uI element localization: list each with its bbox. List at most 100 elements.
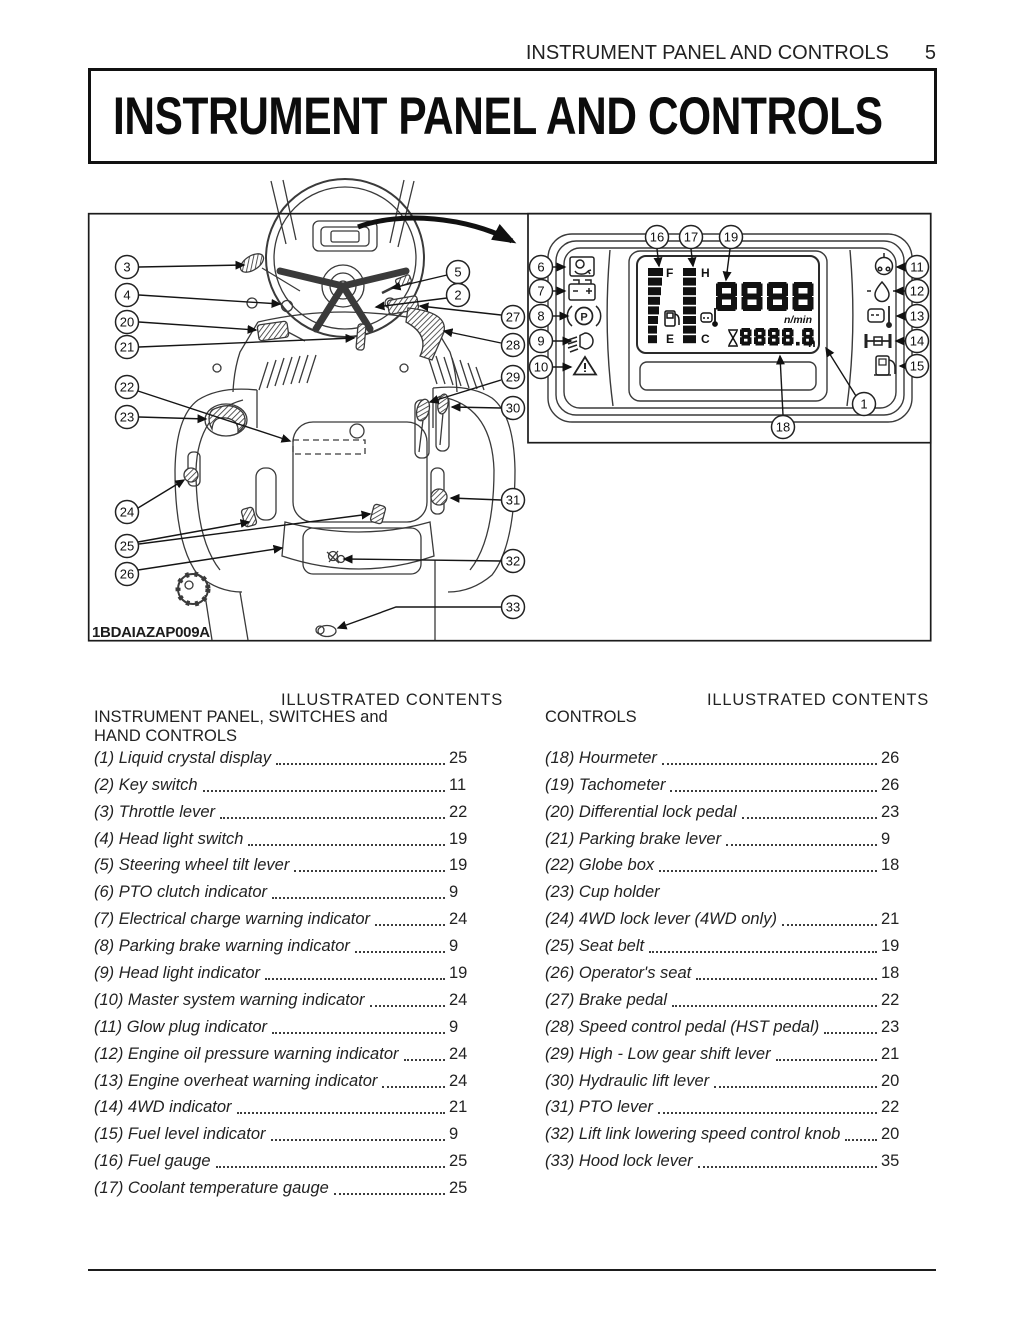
contents-item-label: (18) Hourmeter <box>545 748 657 767</box>
contents-item-label: (2) Key switch <box>94 775 198 794</box>
contents-item-page: 25 <box>449 1152 468 1171</box>
hood-lock-lever-part <box>317 624 337 638</box>
callout-21: 21 <box>114 333 356 360</box>
callout-number: 19 <box>724 230 738 245</box>
contents-item-label: (21) Parking brake lever <box>545 829 722 848</box>
temp-gauge-hot-label: H <box>701 266 710 280</box>
contents-item: (28) Speed control pedal (HST pedal) 23 <box>545 1014 907 1041</box>
key-switch-part <box>280 299 294 313</box>
callout-number: 21 <box>120 340 134 355</box>
callout-number: 8 <box>537 309 544 324</box>
callout-number: 27 <box>506 310 520 325</box>
dot-leader <box>220 816 445 819</box>
contents-item-label: (15) Fuel level indicator <box>94 1125 266 1144</box>
contents-item: (21) Parking brake lever 9 <box>545 826 907 853</box>
4wd-lock-lever-part <box>183 467 199 483</box>
contents-item-page: 20 <box>881 1125 900 1144</box>
4wd-indicator-icon <box>864 334 892 348</box>
contents-item-page: 9 <box>881 829 891 848</box>
callout-29: 29 <box>428 364 526 404</box>
dot-leader <box>333 1193 445 1196</box>
speed-control-pedal-part <box>405 307 445 361</box>
contents-item-label: (20) Differential lock pedal <box>545 802 737 821</box>
cup-holder-part <box>208 405 246 434</box>
section-title-left: INSTRUMENT PANEL, SWITCHES and HAND CONT… <box>94 708 388 745</box>
contents-item-page: 35 <box>881 1152 900 1171</box>
contents-item: (2) Key switch 11 <box>94 772 475 799</box>
dot-leader <box>670 789 877 792</box>
callout-26: 26 <box>114 544 284 587</box>
contents-item-page: 24 <box>449 1071 468 1090</box>
high-low-lever-part <box>415 398 431 422</box>
dot-leader <box>649 951 877 954</box>
callout-4: 4 <box>114 282 282 308</box>
callout-14: 14 <box>894 328 930 354</box>
contents-item-label: (26) Operator's seat <box>545 964 692 983</box>
globe-box-part <box>292 439 366 455</box>
fuel-gauge-bar <box>648 268 663 344</box>
callout-number: 6 <box>537 260 544 275</box>
section-title-right: CONTROLS <box>545 708 637 726</box>
callout-20: 20 <box>114 309 258 335</box>
contents-item-page: 11 <box>449 775 467 794</box>
contents-item-page: 23 <box>881 1017 900 1036</box>
dot-leader <box>272 897 445 900</box>
dot-leader <box>375 924 445 927</box>
contents-item-label: (8) Parking brake warning indicator <box>94 937 350 956</box>
contents-item-page: 9 <box>449 1125 459 1144</box>
callout-9: 9 <box>528 328 573 354</box>
fuel-gauge-empty-label: E <box>666 332 674 346</box>
contents-item-label: (32) Lift link lowering speed control kn… <box>545 1125 841 1144</box>
dot-leader <box>265 978 445 981</box>
contents-item-label: (3) Throttle lever <box>94 802 216 821</box>
lift-link-knob-part <box>326 550 346 564</box>
callout-number: 23 <box>120 410 134 425</box>
dot-leader <box>781 924 877 927</box>
inset-lower-window <box>639 361 817 391</box>
contents-item-label: (27) Brake pedal <box>545 990 667 1009</box>
contents-item-label: (13) Engine overheat warning indicator <box>94 1071 378 1090</box>
contents-item: (24) 4WD lock lever (4WD only)21 <box>545 906 907 933</box>
contents-header-left: ILLUSTRATED CONTENTS <box>281 691 503 709</box>
dot-leader <box>248 843 445 846</box>
contents-item: (32) Lift link lowering speed control kn… <box>545 1121 907 1148</box>
contents-item: (15) Fuel level indicator 9 <box>94 1121 475 1148</box>
callout-19: 19 <box>718 224 744 282</box>
master-warning-icon <box>572 355 598 376</box>
contents-item-page: 9 <box>449 1017 459 1036</box>
battery-charge-icon <box>568 279 596 301</box>
page-number: 5 <box>924 42 936 64</box>
contents-item-label: (16) Fuel gauge <box>94 1152 211 1171</box>
callout-28: 28 <box>442 328 526 358</box>
callout-number: 15 <box>910 359 924 374</box>
contents-item-label: (14) 4WD indicator <box>94 1098 232 1117</box>
callout-number: 31 <box>506 493 520 508</box>
callout-number: 10 <box>534 360 548 375</box>
dot-leader <box>270 1139 445 1142</box>
contents-item-label: (9) Head light indicator <box>94 964 260 983</box>
dot-leader <box>659 870 877 873</box>
tachometer-digits <box>716 282 814 311</box>
contents-item-label: (12) Engine oil pressure warning indicat… <box>94 1044 399 1063</box>
contents-item-label: (28) Speed control pedal (HST pedal) <box>545 1017 820 1036</box>
contents-item-label: (5) Steering wheel tilt lever <box>94 856 290 875</box>
callout-number: 32 <box>506 554 520 569</box>
callout-18: 18 <box>770 354 796 440</box>
contents-item: (13) Engine overheat warning indicator 24 <box>94 1068 475 1095</box>
callout-31: 31 <box>449 487 526 513</box>
tachometer-unit-label: n/min <box>784 314 812 326</box>
dot-leader <box>236 1112 445 1115</box>
figure-code: 1BDAIAZAP009A <box>92 624 210 641</box>
callout-number: 12 <box>910 284 924 299</box>
contents-item-label: (31) PTO lever <box>545 1098 653 1117</box>
callout-30: 30 <box>450 395 526 421</box>
